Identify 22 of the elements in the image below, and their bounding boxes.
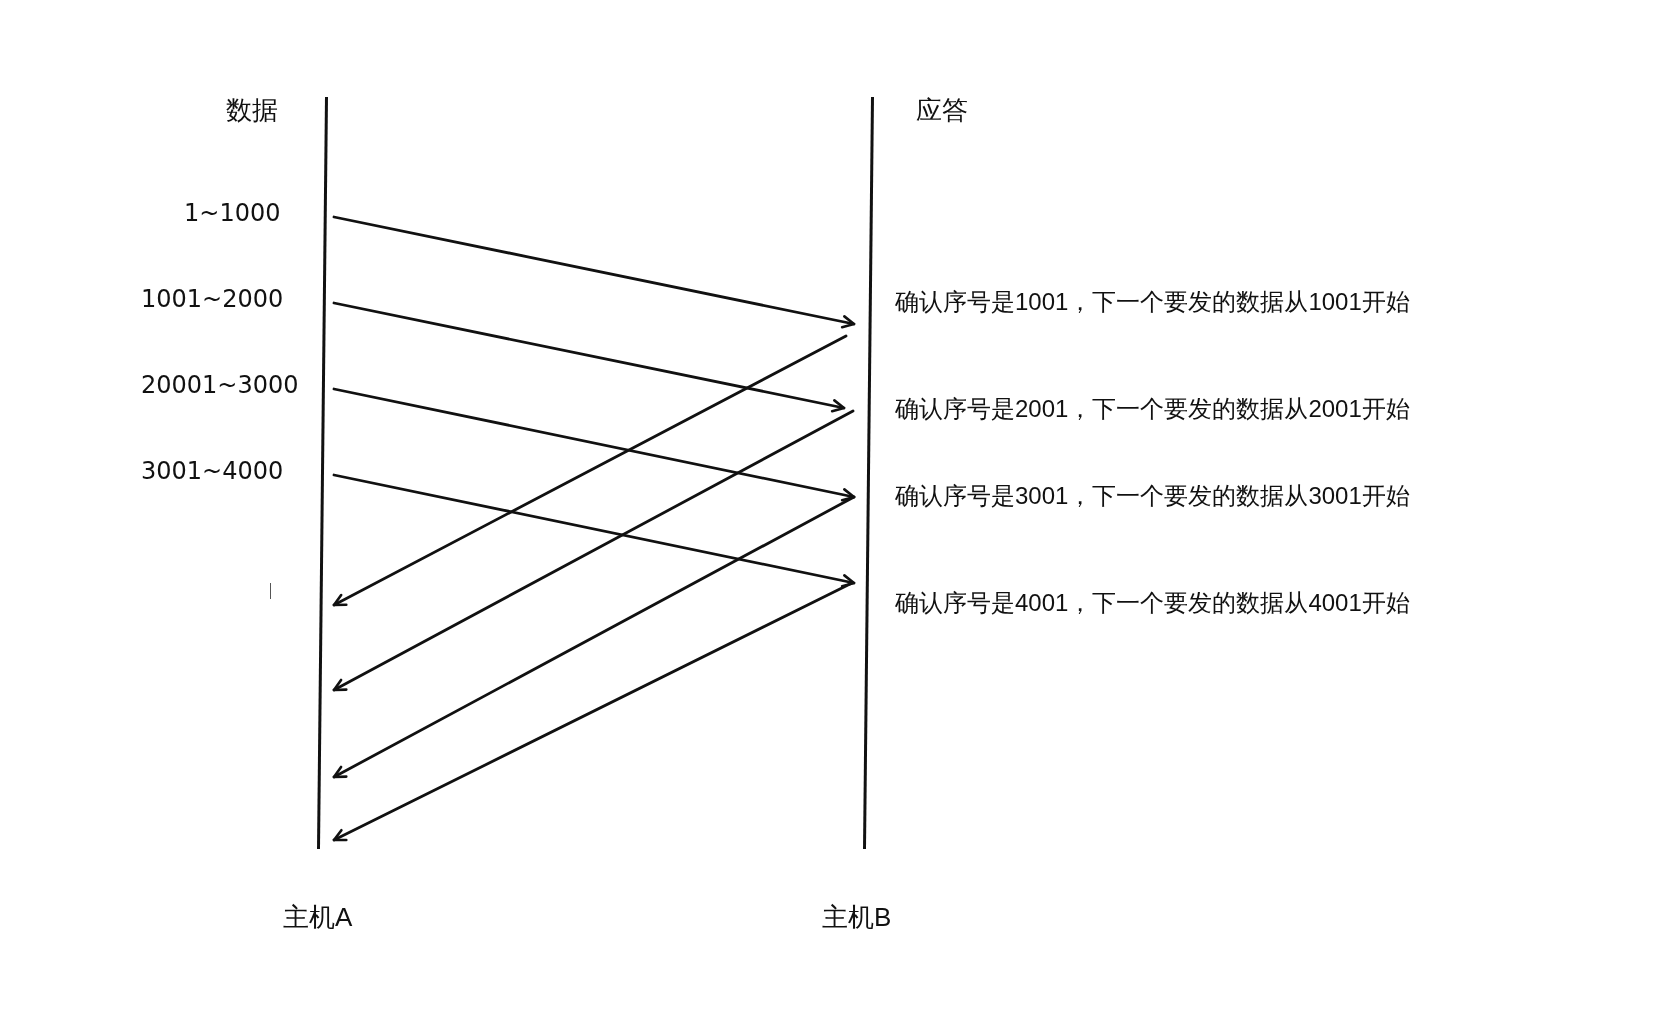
edge-label: 确认序号是2001，下一个要发的数据从2001开始 <box>895 395 1410 424</box>
edge-label: 1001~2000 <box>141 285 284 314</box>
column-heading: 数据 <box>226 95 278 127</box>
column-heading: 应答 <box>916 95 968 127</box>
edge-label: 确认序号是3001，下一个要发的数据从3001开始 <box>895 482 1410 511</box>
arrow <box>332 409 855 692</box>
arrow <box>332 581 854 842</box>
edge-label: 20001~3000 <box>141 371 299 400</box>
lifeline <box>862 97 875 849</box>
edge-label: 确认序号是1001，下一个要发的数据从1001开始 <box>895 288 1410 317</box>
host-label: 主机B <box>822 902 892 934</box>
lifeline <box>316 97 329 849</box>
arrow <box>332 334 848 607</box>
arrow <box>332 495 856 779</box>
edge-label: 1~1000 <box>184 199 281 228</box>
edge-label: 确认序号是4001，下一个要发的数据从4001开始 <box>895 589 1410 618</box>
edge-label: 3001~4000 <box>141 457 284 486</box>
host-label: 主机A <box>283 902 353 934</box>
arrow <box>332 301 846 413</box>
arrow <box>332 387 856 502</box>
arrow <box>332 473 856 588</box>
arrow <box>332 215 856 329</box>
